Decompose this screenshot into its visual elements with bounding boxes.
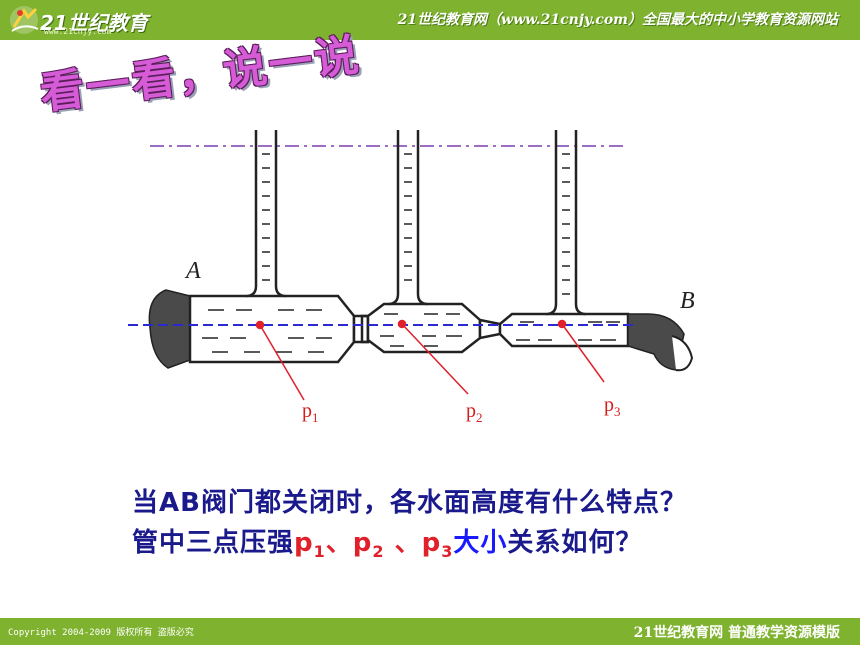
pipe-inlet-a xyxy=(148,289,191,369)
separator-2: 、 xyxy=(384,528,422,558)
standpipe-2 xyxy=(387,130,429,306)
pressure-p3: p3 xyxy=(421,528,454,562)
pipe-body xyxy=(188,294,630,364)
standpipe-1 xyxy=(245,130,287,298)
logo-url: www.21cnjy.com xyxy=(44,27,112,36)
point-p2-marker xyxy=(397,319,469,395)
question-suffix: 关系如何？ xyxy=(507,528,643,558)
standpipe-3 xyxy=(545,130,587,316)
valve-b-label: B xyxy=(680,288,695,314)
point-p1-label: p1 xyxy=(302,400,319,425)
question-line-2: 管中三点压强p1、p2 、p3大小关系如何？ xyxy=(132,522,642,561)
pipe-diagram: A B xyxy=(128,130,695,401)
pipe-water-marks xyxy=(202,309,620,353)
question-line-1: 当AB阀门都关闭时，各水面高度有什么特点？ xyxy=(132,488,687,518)
pressure-p2: p2 xyxy=(352,528,385,562)
pressure-p1: p1 xyxy=(294,528,326,562)
footer-site-name: 21世纪教育网 普通教学资源模版 xyxy=(633,625,840,641)
footer-divider xyxy=(0,616,860,618)
footer-bar: Copyright 2004-2009 版权所有 盗版必究 21世纪教育网 普通… xyxy=(0,616,860,645)
logo-icon xyxy=(10,6,39,34)
question-prefix: 管中三点压强 xyxy=(132,528,295,558)
header-bar: 21世纪教育 www.21cnjy.com 21世纪教育网（www.21cnjy… xyxy=(0,0,860,40)
point-p3-label: p3 xyxy=(604,394,621,419)
point-p2-label: p2 xyxy=(466,400,483,425)
valve-a-label: A xyxy=(184,258,201,284)
logo-text: 21世纪教育 xyxy=(40,11,148,35)
separator-1: 、 xyxy=(325,528,353,558)
point-p1-marker xyxy=(255,320,305,401)
question-mid: 大小 xyxy=(453,528,508,558)
tube-water-marks xyxy=(262,153,570,295)
header-banner: 21世纪教育网（www.21cnjy.com）全国最大的中小学教育资源网站 xyxy=(397,12,838,28)
footer-copyright: Copyright 2004-2009 版权所有 盗版必究 xyxy=(8,628,194,638)
point-p3-marker xyxy=(557,319,605,383)
